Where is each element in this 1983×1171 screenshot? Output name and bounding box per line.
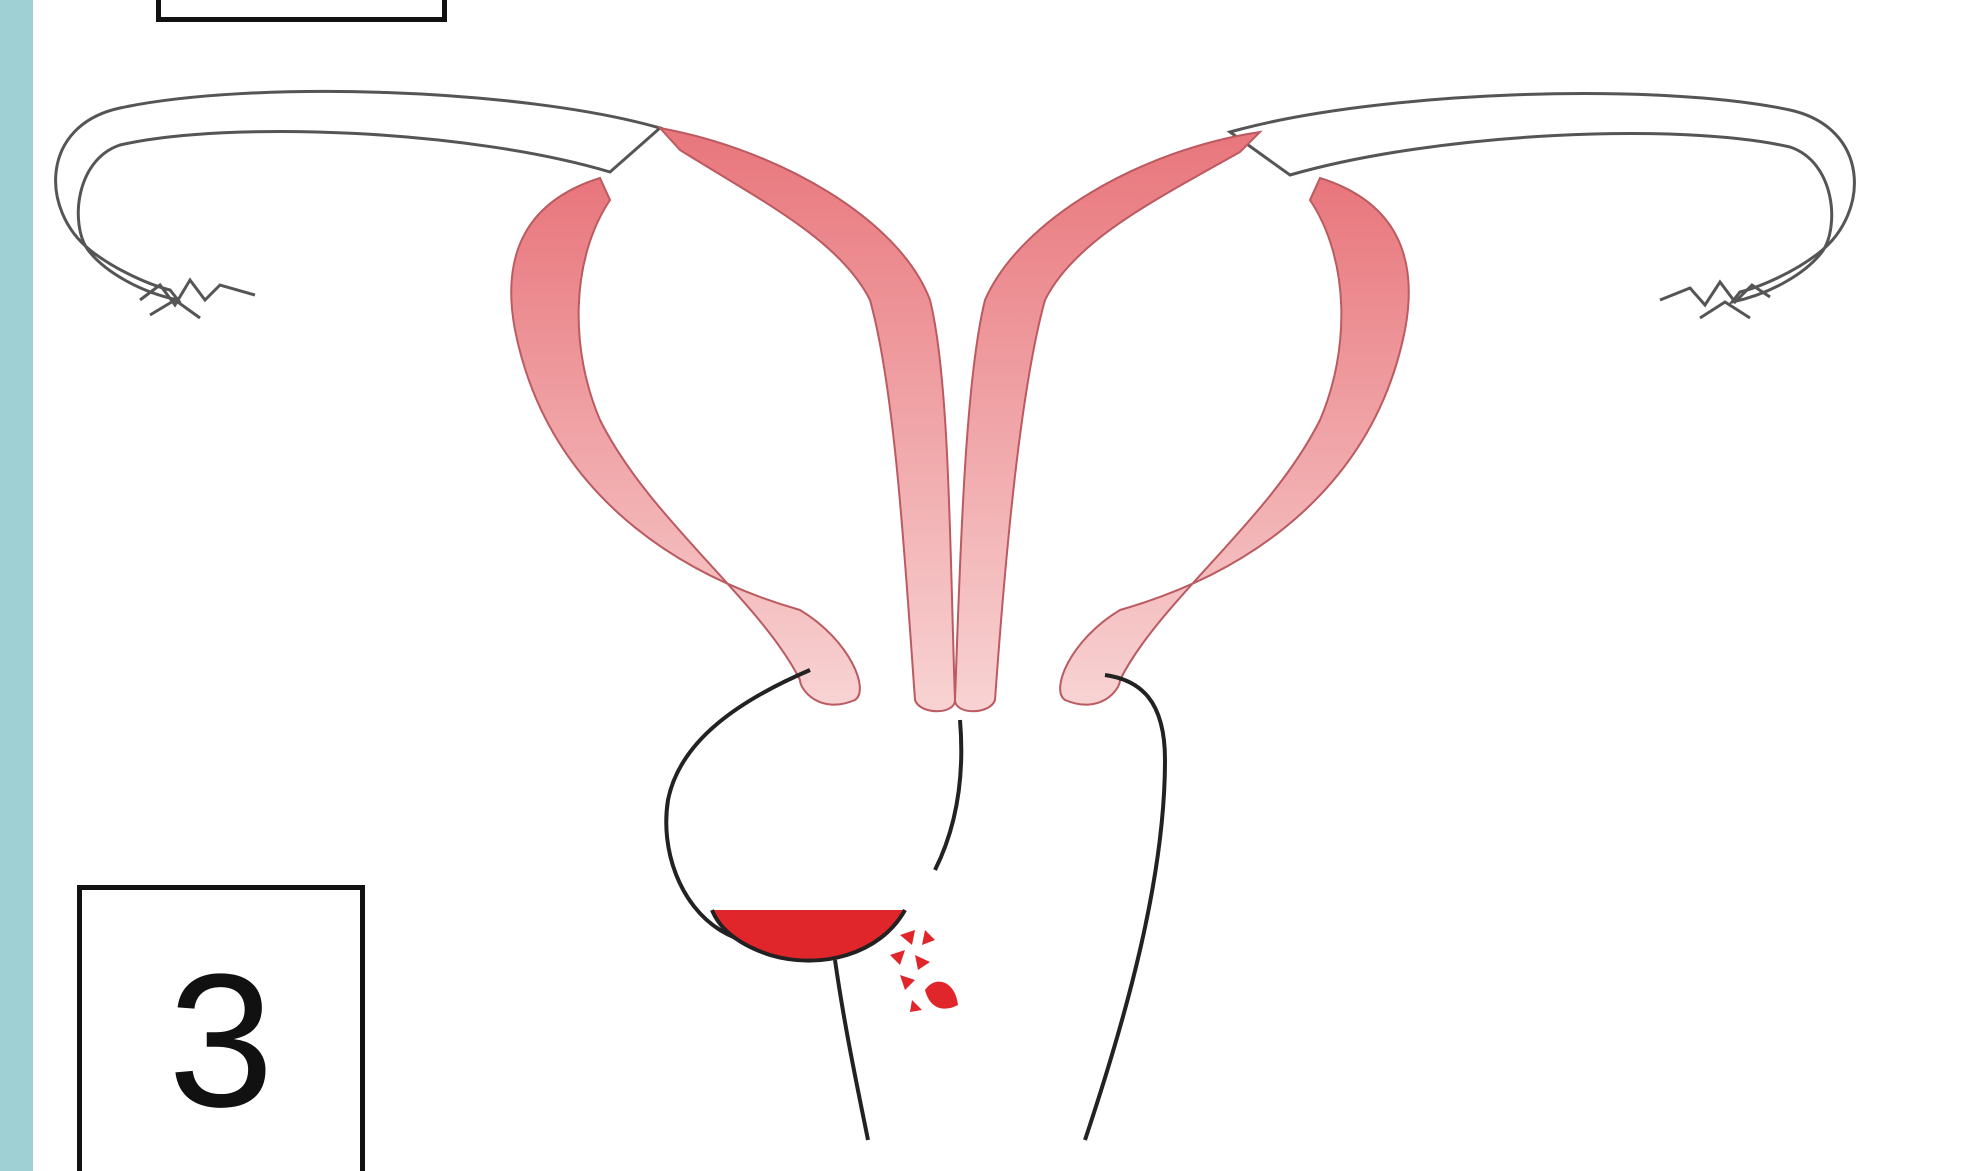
panel-label-box: 3 [77, 885, 365, 1171]
left-uterine-horn-outer [511, 178, 860, 705]
right-vaginal-wall [1085, 675, 1165, 1140]
retained-blood [712, 910, 905, 961]
left-vaginal-wall [835, 960, 868, 1140]
right-fimbriae-icon [1660, 282, 1770, 318]
septum-line [935, 720, 961, 870]
blood-drops-icon [890, 930, 958, 1012]
right-uterine-horn-outer [1060, 178, 1409, 705]
obstructed-vaginal-pouch [666, 670, 858, 946]
panel-label: 3 [168, 946, 274, 1136]
left-fimbriae-icon [140, 280, 255, 318]
